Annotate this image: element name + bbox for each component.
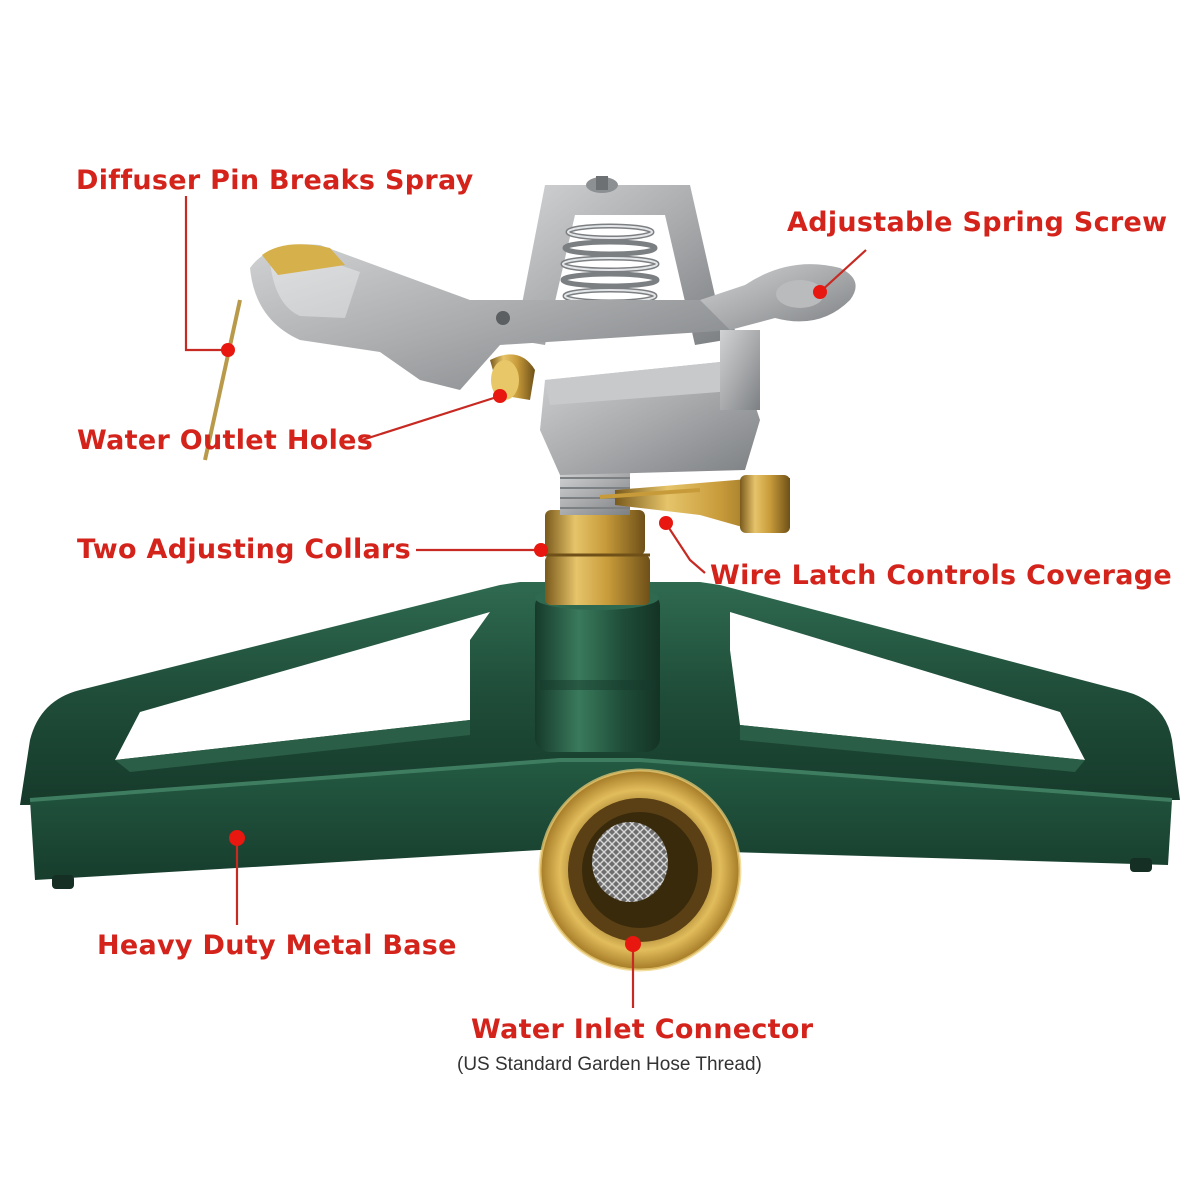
- callout-outlet-holes: Water Outlet Holes: [77, 425, 374, 456]
- callout-diffuser-pin: Diffuser Pin Breaks Spray: [76, 165, 474, 196]
- leader-latch: [666, 524, 706, 574]
- sprinkler-body: [540, 360, 790, 533]
- callout-inlet-note: (US Standard Garden Hose Thread): [457, 1054, 762, 1075]
- water-inlet-connector: [538, 768, 742, 972]
- marker-spring-screw: [813, 285, 827, 299]
- marker-inlet: [625, 936, 641, 952]
- marker-outlet: [493, 389, 507, 403]
- callout-metal-base: Heavy Duty Metal Base: [97, 930, 457, 961]
- diffuser-arm: [203, 244, 735, 461]
- marker-base: [229, 830, 245, 846]
- leader-lines: [184, 196, 867, 1008]
- callout-inlet: Water Inlet Connector: [471, 1014, 814, 1045]
- callout-spring-screw: Adjustable Spring Screw: [787, 207, 1168, 238]
- marker-diffuser: [221, 343, 235, 357]
- callout-markers: [221, 285, 827, 952]
- callout-collars: Two Adjusting Collars: [77, 534, 412, 565]
- center-post: [535, 586, 660, 752]
- marker-collars: [534, 543, 548, 557]
- leader-spring-screw: [819, 249, 867, 293]
- marker-latch: [659, 516, 673, 530]
- spring-screw-paddle: [700, 264, 856, 410]
- leader-diffuser: [184, 196, 228, 352]
- leader-outlet: [361, 394, 501, 442]
- callout-wire-latch: Wire Latch Controls Coverage: [710, 560, 1172, 591]
- spring-frame: [515, 176, 725, 345]
- adjusting-collars: [545, 470, 650, 605]
